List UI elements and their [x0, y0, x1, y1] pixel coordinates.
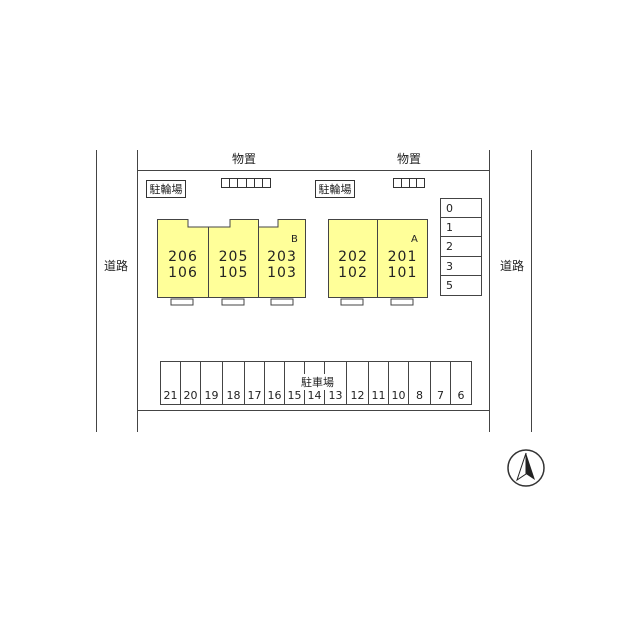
parking-space-number: 6: [457, 389, 465, 402]
road-right-outer-line: [531, 150, 532, 432]
parking-space: 8: [409, 362, 431, 404]
parking-space-number: 17: [247, 389, 262, 402]
unit-upper-number: 202: [338, 249, 368, 265]
building-tag-b: B: [291, 234, 298, 245]
parking-space-number: 10: [391, 389, 406, 402]
parking-space-number: 21: [163, 389, 178, 402]
unit-201-101: A 201 101: [377, 219, 428, 306]
bike-slot: 1: [440, 217, 482, 238]
parking-space-number: 19: [204, 389, 219, 402]
unit-205-105: 205 105: [208, 219, 259, 306]
bike-parking-label-left: 駐輪場: [146, 180, 186, 198]
parking-space: 11: [369, 362, 389, 404]
parking-space-number: 8: [416, 389, 423, 402]
unit-202-102: 202 102: [328, 219, 378, 306]
parking-space-number: 13: [328, 389, 343, 402]
unit-upper-number: 203: [267, 249, 297, 265]
bike-slot: 2: [440, 237, 482, 257]
unit-upper-number: 206: [168, 249, 198, 265]
parking-space-number: 18: [226, 389, 241, 402]
parking-space-number: 20: [183, 389, 198, 402]
parking-space: 19: [201, 362, 223, 404]
parking-space-number: 7: [437, 389, 444, 402]
site-right-boundary: [489, 150, 490, 432]
parking-space-number: 15: [287, 389, 302, 402]
storage-shed-right: [393, 178, 425, 188]
parking-space-number: 16: [267, 389, 282, 402]
parking-space: 6: [451, 362, 471, 404]
unit-lower-number: 105: [218, 265, 249, 281]
building-tag-a: A: [411, 234, 418, 245]
parking-space: 13: [325, 362, 347, 404]
parking-space-number: 12: [350, 389, 365, 402]
road-label-left: 道路: [104, 259, 129, 273]
site-bottom-boundary: [137, 410, 489, 411]
parking-space: 12: [347, 362, 369, 404]
unit-lower-number: 106: [168, 265, 198, 281]
parking-space: 18: [223, 362, 245, 404]
parking-space-number: 14: [307, 389, 322, 402]
bike-slot: 5: [440, 276, 482, 296]
parking-lot-label: 駐車場: [300, 374, 335, 390]
unit-206-106: 206 106: [157, 219, 209, 306]
unit-shape: [208, 219, 259, 306]
storage-label-right: 物置: [397, 152, 422, 166]
bike-slot: 3: [440, 256, 482, 277]
site-left-boundary: [137, 150, 138, 432]
parking-space: 17: [245, 362, 265, 404]
unit-shape: [328, 219, 378, 306]
parking-space: 21: [161, 362, 181, 404]
bike-slot: 0: [440, 198, 482, 218]
bike-parking-label-right: 駐輪場: [315, 180, 355, 198]
unit-203-103: B 203 103: [258, 219, 306, 306]
unit-lower-number: 102: [338, 265, 368, 281]
parking-space: 16: [265, 362, 285, 404]
storage-shed-left: [221, 178, 271, 188]
unit-upper-number: 201: [387, 249, 418, 265]
unit-lower-number: 101: [387, 265, 418, 281]
site-top-boundary: [137, 170, 489, 171]
road-label-right: 道路: [500, 259, 525, 273]
unit-shape: [258, 219, 306, 306]
parking-space: 10: [389, 362, 409, 404]
road-left-outer-line: [96, 150, 97, 432]
storage-label-left: 物置: [232, 152, 257, 166]
parking-space: 20: [181, 362, 201, 404]
parking-space-number: 11: [371, 389, 386, 402]
north-arrow-icon: [506, 448, 546, 488]
bike-slot-list: 0 1 2 3 5: [440, 198, 482, 296]
unit-upper-number: 205: [218, 249, 249, 265]
unit-lower-number: 103: [267, 265, 297, 281]
parking-space: 7: [431, 362, 451, 404]
unit-shape: [377, 219, 428, 306]
